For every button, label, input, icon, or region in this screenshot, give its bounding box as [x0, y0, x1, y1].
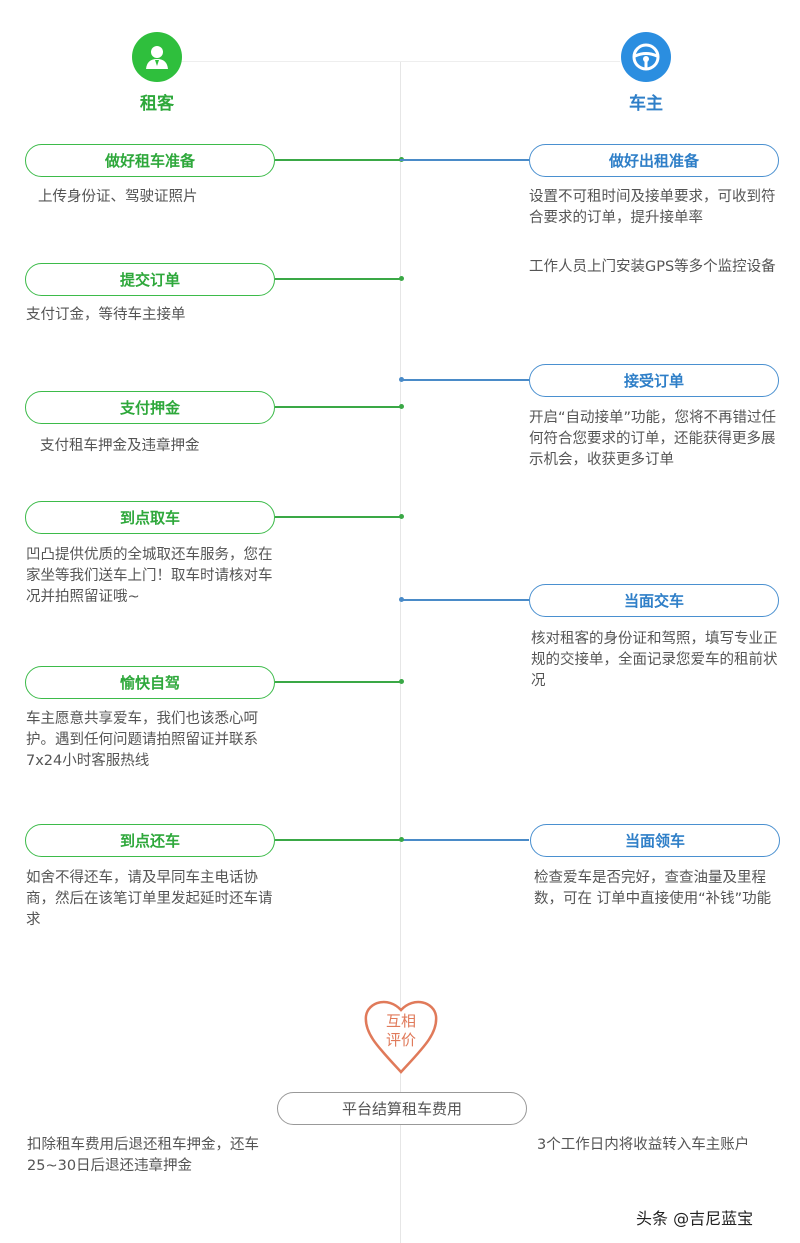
owner-role-label: 车主: [629, 94, 663, 114]
connector-line: [400, 599, 529, 601]
settlement-pill: 平台结算租车费用: [277, 1092, 527, 1125]
connector-line: [275, 516, 402, 518]
renter-step-deposit: 支付押金: [25, 391, 275, 424]
review-heart-icon: 互相 评价: [360, 994, 442, 1076]
owner-avatar-icon: [621, 32, 671, 82]
timeline-axis: [400, 62, 401, 1243]
renter-role-label: 租客: [140, 94, 174, 114]
connector-line: [400, 839, 529, 841]
timeline-dot: [399, 514, 404, 519]
connector-line: [400, 379, 529, 381]
owner-step-desc: 开启“自动接单”功能，您将不再错过任何符合您要求的订单，还能获得更多展示机会，收…: [529, 410, 777, 468]
connector-line: [275, 278, 402, 280]
renter-step-desc: 支付租车押金及违章押金: [40, 438, 200, 454]
renter-step-desc: 上传身份证、驾驶证照片: [38, 189, 198, 205]
renter-step-drive: 愉快自驾: [25, 666, 275, 699]
owner-step-receive: 当面领车: [530, 824, 780, 857]
owner-step-desc: 检查爱车是否完好，查查油量及里程数，可在 订单中直接使用“补钱”功能: [534, 870, 772, 907]
connector-line: [275, 159, 402, 161]
settlement-renter-desc: 扣除租车费用后退还租车押金，还车25~30日后退还违章押金: [27, 1137, 259, 1174]
owner-step-desc-extra: 工作人员上门安装GPS等多个监控设备: [529, 259, 776, 275]
connector-line: [400, 159, 529, 161]
owner-step-handover: 当面交车: [529, 584, 779, 617]
connector-line: [275, 681, 402, 683]
connector-line: [275, 839, 402, 841]
timeline-dot: [399, 679, 404, 684]
top-divider: [180, 61, 620, 62]
renter-step-desc: 如舍不得还车，请及早同车主电话协商，然后在该笔订单里发起延时还车请求: [26, 870, 273, 928]
renter-step-prepare: 做好租车准备: [25, 144, 275, 177]
timeline-dot: [399, 404, 404, 409]
owner-step-accept: 接受订单: [529, 364, 779, 397]
renter-step-return: 到点还车: [25, 824, 275, 857]
owner-step-prepare: 做好出租准备: [529, 144, 779, 177]
timeline-dot: [399, 276, 404, 281]
review-label-line2: 评价: [385, 1031, 416, 1049]
settlement-owner-desc: 3个工作日内将收益转入车主账户: [537, 1137, 750, 1153]
renter-step-submit-order: 提交订单: [25, 263, 275, 296]
renter-step-pickup: 到点取车: [25, 501, 275, 534]
timeline-dot: [399, 597, 404, 602]
timeline-dot: [399, 837, 404, 842]
watermark: 头条 @吉尼蓝宝: [636, 1209, 754, 1228]
owner-step-desc: 设置不可租时间及接单要求，可收到符合要求的订单，提升接单率: [529, 189, 776, 226]
renter-avatar-icon: [132, 32, 182, 82]
timeline-dot: [399, 377, 404, 382]
renter-step-desc: 支付订金，等待车主接单: [26, 307, 186, 323]
renter-step-desc: 凹凸提供优质的全城取还车服务，您在家坐等我们送车上门！取车时请核对车况并拍照留证…: [26, 547, 273, 605]
owner-step-desc: 核对租客的身份证和驾照，填写专业正规的交接单，全面记录您爱车的租前状况: [531, 631, 778, 689]
connector-line: [275, 406, 402, 408]
review-label-line1: 互相: [385, 1012, 416, 1030]
renter-step-desc: 车主愿意共享爱车，我们也该悉心呵护。遇到任何问题请拍照留证并联系7x24小时客服…: [26, 711, 258, 769]
